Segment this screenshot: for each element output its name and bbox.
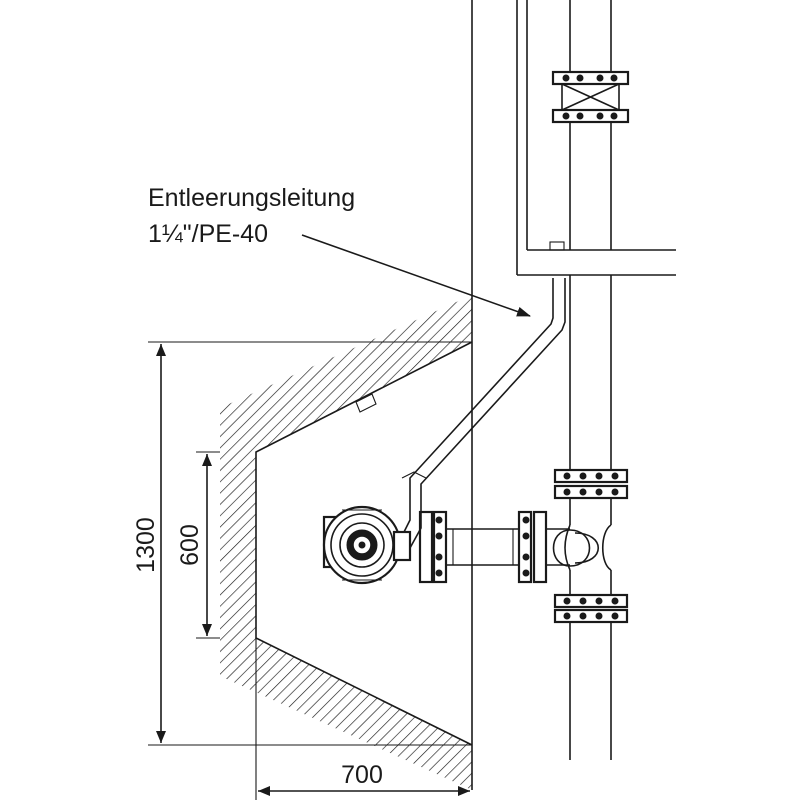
dimension-width-label: 700 [341,761,383,789]
valve-wheel [322,505,412,585]
tee-fitting [552,524,612,571]
riser-pipe [517,0,676,760]
callout-spec: 1¼"/PE-40 [148,220,268,248]
drain-line [399,278,566,549]
dimension-width: 700 [255,638,470,800]
dimension-height-opening-label: 600 [176,524,204,566]
riser-flange-upper [553,468,629,500]
wall [471,0,518,790]
dimension-height-opening: 600 [176,451,220,639]
dimension-height-total-label: 1300 [132,517,160,573]
horizontal-connection-pipe [418,510,570,584]
dimension-height-total: 1300 [132,341,472,746]
wall-niche-hatching [220,295,473,790]
riser-flange-lower [553,593,629,624]
callout-title: Entleerungsleitung [148,184,355,212]
butterfly-valve [551,70,630,124]
callout-leader-arrow [301,234,531,317]
